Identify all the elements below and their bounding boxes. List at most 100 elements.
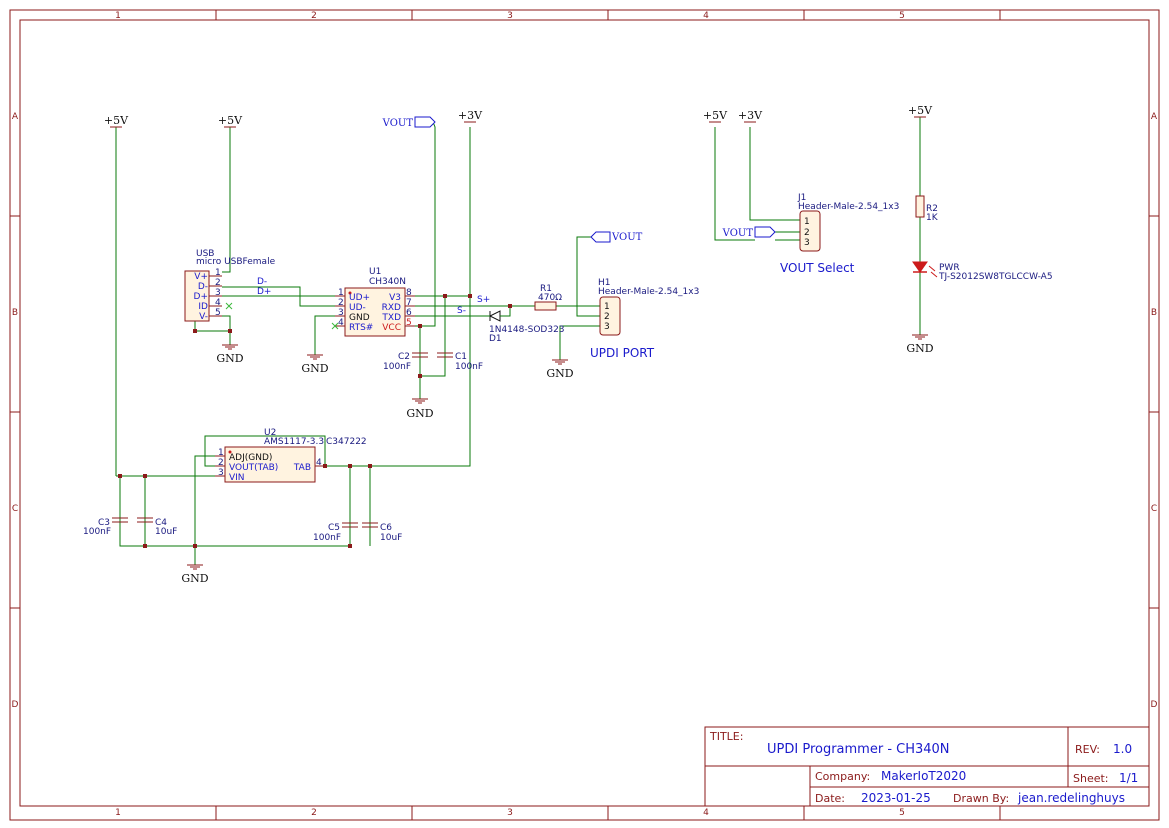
svg-text:3: 3 (604, 322, 610, 332)
d1-value: 1N4148-SOD323 (489, 325, 565, 335)
svg-text:3: 3 (218, 468, 224, 478)
date-value: 2023-01-25 (861, 791, 931, 805)
svg-text:RXD: RXD (382, 303, 401, 313)
col-label-4: 4 (703, 11, 709, 21)
svg-text:TJ-S2012SW8TGLCCW-A5: TJ-S2012SW8TGLCCW-A5 (938, 272, 1053, 282)
svg-text:J1: J1 (797, 193, 806, 203)
sheet-label: Sheet: (1073, 772, 1109, 785)
svg-text:TXD: TXD (381, 313, 401, 323)
d1-ref: D1 (489, 334, 502, 344)
capacitor-c4: C4 10uF (137, 517, 177, 537)
svg-text:GND: GND (546, 367, 573, 380)
col-label-4-bottom: 4 (703, 808, 709, 818)
svg-text:10uF: 10uF (380, 533, 402, 543)
svg-text:PWR: PWR (939, 263, 960, 273)
svg-text:GND: GND (301, 362, 328, 375)
svg-text:4: 4 (215, 298, 221, 308)
svg-text:3: 3 (804, 238, 810, 248)
frame-row-labels: A B C D A B C D (12, 112, 1158, 710)
header-j1: J1 Header-Male-2.54_1x3 1 2 3 (797, 193, 899, 252)
row-label-c: C (12, 504, 18, 514)
power-label-5v-usb: +5V (218, 114, 243, 127)
col-label-1: 1 (115, 11, 121, 21)
drawing-frame (9, 9, 1160, 821)
usb-value: micro USBFemale (196, 257, 276, 267)
svg-text:GND: GND (406, 407, 433, 420)
svg-text:RTS#: RTS# (349, 323, 373, 333)
u2-ams1117: U2 AMS1117-3.3 C347222 ADJ(GND) VOUT(TAB… (215, 428, 367, 483)
power-label-3v-j1: +3V (738, 109, 763, 122)
capacitor-c1: C1 100nF (437, 352, 483, 372)
svg-text:4: 4 (338, 318, 344, 328)
svg-text:VOUT: VOUT (611, 232, 643, 243)
svg-text:V3: V3 (389, 293, 401, 303)
svg-text:Header-Male-2.54_1x3: Header-Male-2.54_1x3 (598, 287, 699, 297)
row-label-c-right: C (1151, 504, 1157, 514)
svg-text:100nF: 100nF (83, 527, 111, 537)
svg-text:ADJ(GND): ADJ(GND) (229, 453, 272, 463)
svg-text:C1: C1 (455, 352, 467, 362)
svg-text:C2: C2 (398, 352, 410, 362)
drawn-by-value: jean.redelinghuys (1017, 791, 1125, 805)
u1-value: CH340N (369, 277, 406, 287)
col-label-5-bottom: 5 (899, 808, 905, 818)
title-label: TITLE: (709, 730, 743, 743)
svg-text:C5: C5 (328, 523, 340, 533)
usb-connector: USB micro USBFemale V+ D- D+ ID V- 1 2 3… (184, 249, 276, 322)
svg-text:AMS1117-3.3: AMS1117-3.3 (264, 437, 324, 447)
resistor-r2: R2 1K (915, 195, 939, 223)
svg-text:2: 2 (338, 298, 344, 308)
u1-ch340n: U1 CH340N UD+ UD- GND RTS# 1 2 3 4 V3 RX… (331, 267, 415, 337)
col-label-1-bottom: 1 (115, 808, 121, 818)
row-label-d-right: D (1151, 700, 1158, 710)
svg-text:GND: GND (349, 313, 370, 323)
power-label-3v-main: +3V (458, 109, 483, 122)
net-label-splus: S+ (477, 295, 490, 305)
svg-text:VCC: VCC (382, 323, 401, 333)
capacitor-c6: C6 10uF (362, 522, 402, 543)
svg-text:2: 2 (215, 278, 221, 288)
svg-text:H1: H1 (598, 278, 611, 288)
resistor-r1: R1 470Ω (534, 284, 562, 311)
svg-text:3: 3 (215, 288, 221, 298)
svg-text:VOUT: VOUT (722, 228, 754, 239)
header-h1: H1 Header-Male-2.54_1x3 1 2 3 (598, 278, 699, 336)
svg-text:UD+: UD+ (349, 293, 370, 303)
gnd-symbol-caps-top: GND (406, 398, 434, 420)
col-label-3: 3 (507, 11, 513, 21)
company-value: MakerIoT2020 (881, 769, 966, 783)
row-label-d: D (12, 700, 19, 710)
svg-text:2: 2 (604, 312, 610, 322)
vout-flag-j1: VOUT (722, 226, 776, 239)
svg-text:6: 6 (406, 308, 412, 318)
svg-text:UD-: UD- (349, 303, 366, 313)
net-label-dplus: D+ (257, 287, 271, 297)
svg-text:4: 4 (316, 458, 322, 468)
gnd-symbol-u1: GND (301, 354, 329, 375)
svg-text:100nF: 100nF (313, 533, 341, 543)
svg-text:D-: D- (198, 282, 208, 292)
vout-flag-h1: VOUT (590, 231, 643, 243)
svg-text:1K: 1K (926, 213, 939, 223)
col-label-5: 5 (899, 11, 905, 21)
date-label: Date: (815, 792, 845, 805)
capacitor-c3: C3 100nF (83, 517, 128, 537)
capacitor-c2: C2 100nF (383, 352, 428, 372)
svg-text:2: 2 (804, 228, 810, 238)
svg-text:5: 5 (406, 318, 412, 328)
svg-text:100nF: 100nF (455, 362, 483, 372)
gnd-symbol-led: GND (906, 334, 934, 355)
svg-text:1: 1 (604, 302, 610, 312)
net-label-sminus: S- (457, 306, 466, 316)
svg-text:VOUT: VOUT (382, 118, 414, 129)
svg-text:VIN: VIN (229, 473, 245, 483)
power-symbols: +5V +5V +3V +5V +3V +5V GND GND GND GND (104, 104, 934, 585)
svg-text:C347222: C347222 (326, 437, 367, 447)
svg-text:GND: GND (216, 352, 243, 365)
wires (115, 117, 921, 565)
gnd-symbol-usb: GND (216, 344, 244, 365)
col-label-3-bottom: 3 (507, 808, 513, 818)
power-label-5v-led: +5V (908, 104, 933, 117)
sheet-value: 1/1 (1119, 771, 1138, 785)
